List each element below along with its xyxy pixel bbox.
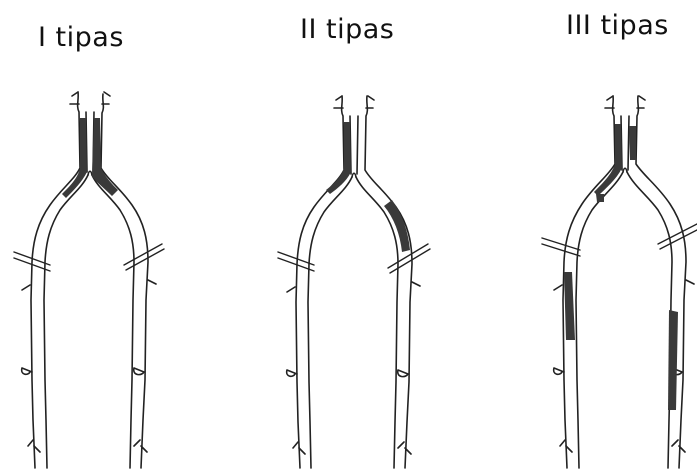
clamp-right xyxy=(658,224,697,249)
lesion-right-femoral xyxy=(668,310,678,410)
left-iliac-inner xyxy=(576,172,623,468)
clamp-right xyxy=(124,244,164,270)
aorta-left-wall xyxy=(296,96,344,468)
clamp-left xyxy=(542,238,580,256)
left-iliac-inner xyxy=(44,175,88,468)
lesion-left-bifurcation xyxy=(596,194,604,202)
artery-diagram-type-2 xyxy=(278,96,430,468)
right-iliac-inner xyxy=(92,175,134,468)
aorta-right-wall xyxy=(365,96,412,468)
lesion-left-femoral xyxy=(564,272,575,340)
aorta-right-wall xyxy=(101,94,148,468)
aorta-left-wall xyxy=(31,92,80,468)
right-iliac-inner xyxy=(627,172,672,468)
aorta-right-wall xyxy=(636,96,686,468)
right-iliac-inner xyxy=(356,177,398,468)
lesion-aorta xyxy=(326,122,351,194)
carina xyxy=(88,171,92,175)
left-iliac-inner xyxy=(308,177,352,468)
artery-diagram-type-3 xyxy=(542,96,697,468)
lesion-aorta-right xyxy=(629,126,636,160)
artery-diagram-type-1 xyxy=(14,92,164,468)
